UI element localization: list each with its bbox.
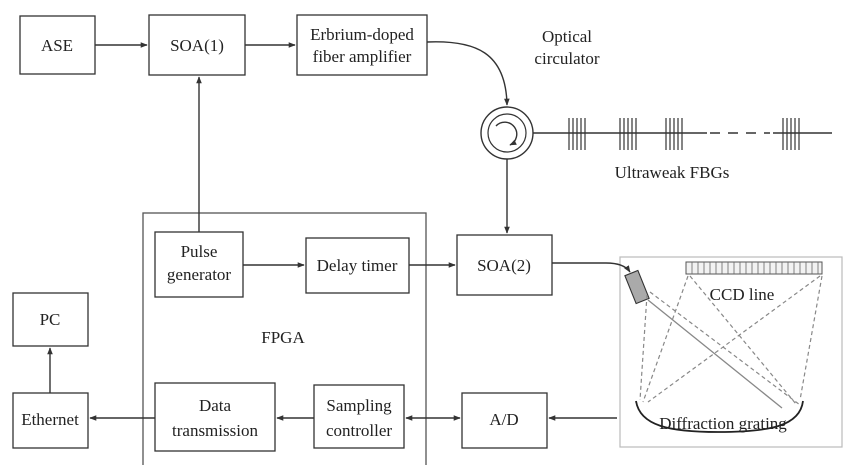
- soa1-box: [148, 14, 246, 76]
- sampling-controller-label-line1: Sampling: [326, 396, 392, 415]
- soa2-box: [456, 234, 553, 296]
- pc-box: [12, 292, 89, 347]
- data-transmission-label-line2: transmission: [172, 421, 258, 440]
- ccd-line-array: [685, 261, 823, 275]
- soa1-label: SOA(1): [170, 36, 224, 55]
- ad-label: A/D: [489, 410, 518, 429]
- sampling-controller-label-line2: controller: [326, 421, 392, 440]
- fpga-enclosure: [142, 212, 427, 465]
- ethernet-box: [12, 392, 89, 449]
- fpga-label: FPGA: [261, 328, 305, 347]
- spectrometer-enclosure: [619, 256, 843, 448]
- circulator-inner: [487, 113, 527, 153]
- ad-box: [461, 392, 548, 449]
- edfa-label-line2: fiber amplifier: [313, 47, 412, 66]
- collimator: [624, 269, 650, 305]
- data-transmission-label-line1: Data: [199, 396, 232, 415]
- ccd-pixels: [691, 262, 819, 274]
- soa2-label: SOA(2): [477, 256, 531, 275]
- ase-box: [19, 15, 96, 75]
- pulse-generator-label-line2: generator: [167, 265, 232, 284]
- edfa-box: [296, 14, 428, 76]
- light-paths: [639, 275, 823, 409]
- sampling-controller-box: [313, 384, 405, 449]
- pulse-generator-label-line1: Pulse: [181, 242, 218, 261]
- ccd-line-label: CCD line: [710, 285, 775, 304]
- arrow-soa2-to-spectrometer: [552, 262, 631, 273]
- ase-label: ASE: [41, 36, 73, 55]
- data-transmission-box: [154, 382, 276, 452]
- circulator-rotation-arrow: [495, 121, 518, 146]
- fbgs-label: Ultraweak FBGs: [615, 163, 730, 182]
- pc-label: PC: [40, 310, 61, 329]
- fbg-gratings: [568, 118, 800, 150]
- circulator-label-line1: Optical: [542, 27, 592, 46]
- diffraction-grating-label: Diffraction grating: [659, 414, 787, 433]
- circulator-label-line2: circulator: [534, 49, 599, 68]
- ethernet-label: Ethernet: [21, 410, 79, 429]
- diffraction-grating-arc: [635, 400, 804, 433]
- edfa-label-line1: Erbrium-doped: [310, 25, 414, 44]
- arrow-edfa-to-circulator: [426, 41, 510, 106]
- delay-timer-label: Delay timer: [317, 256, 398, 275]
